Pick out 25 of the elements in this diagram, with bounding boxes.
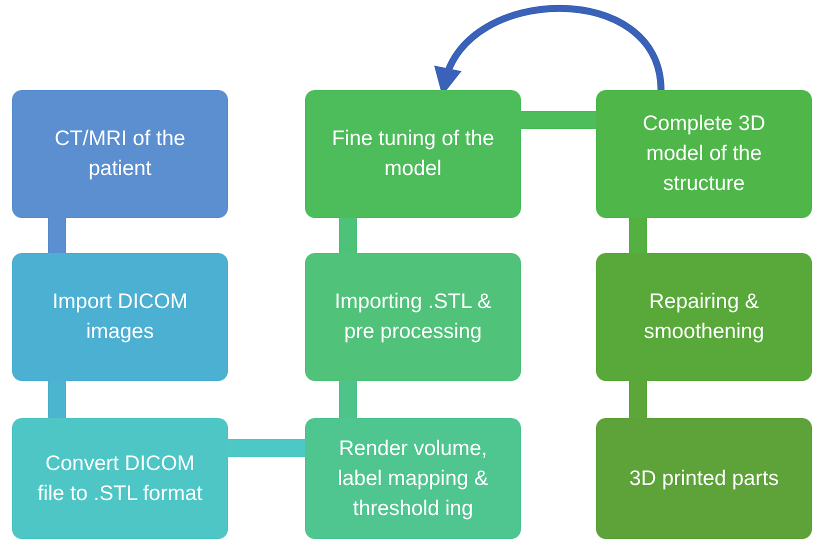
step-text: Complete 3D model of the structure xyxy=(642,111,766,197)
process-box xyxy=(12,90,228,218)
step-text: Fine tuning of the model xyxy=(330,126,496,182)
process-box xyxy=(305,253,521,381)
connector-bar xyxy=(629,381,647,418)
connector-bar xyxy=(48,218,66,253)
step-text: Render volume, label mapping & threshold ing xyxy=(336,436,490,522)
process-box xyxy=(596,253,812,381)
step-text: CT/MRI of the patient xyxy=(54,126,186,182)
connector-bar xyxy=(339,218,357,253)
process-box xyxy=(305,90,521,218)
step-text: Importing .STL & pre processing xyxy=(334,289,492,345)
connector-bar xyxy=(48,381,66,418)
step-text: Repairing & smoothening xyxy=(642,289,766,345)
connector-bar xyxy=(228,439,305,457)
connector-bar xyxy=(339,381,357,418)
step-text: Convert DICOM file to .STL format xyxy=(36,450,204,506)
process-box xyxy=(596,90,812,218)
process-box xyxy=(305,418,521,539)
step-text: 3D printed parts xyxy=(629,466,779,492)
connector-bar xyxy=(521,111,596,129)
process-box xyxy=(12,253,228,381)
process-box xyxy=(596,418,812,539)
process-box xyxy=(12,418,228,539)
step-text: Import DICOM images xyxy=(51,289,189,345)
